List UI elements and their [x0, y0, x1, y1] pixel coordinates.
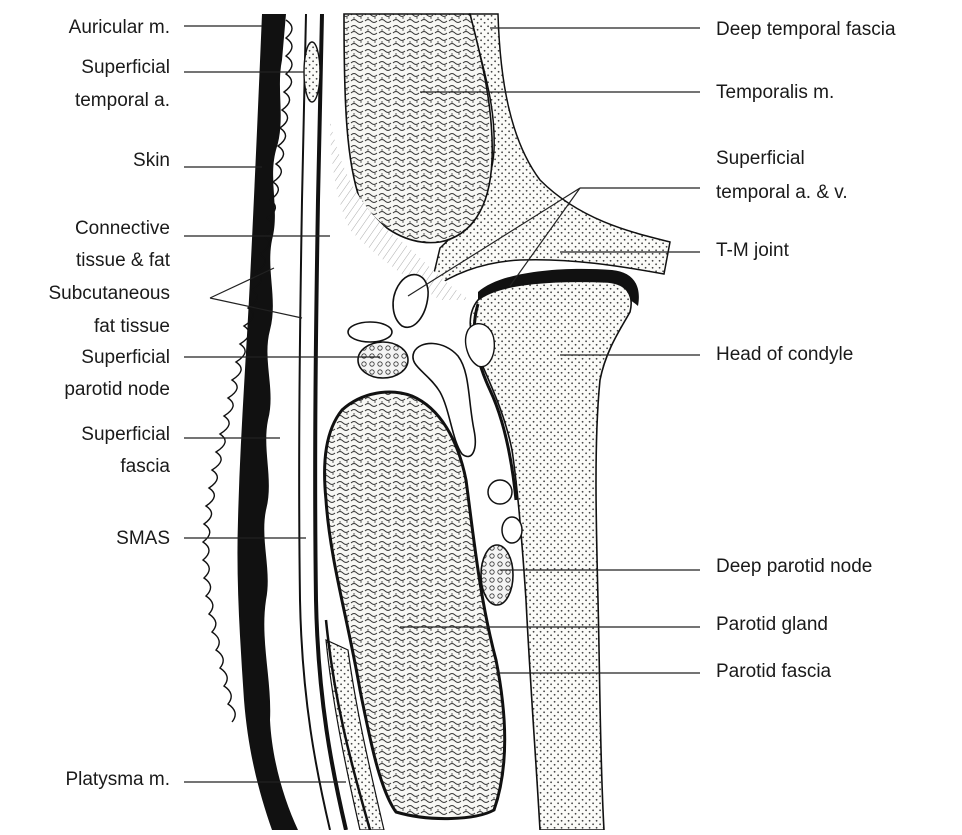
label-subcutaneous-2: fat tissue: [94, 316, 170, 337]
label-skin: Skin: [133, 150, 170, 171]
label-deep-temporal-fascia: Deep temporal fascia: [716, 19, 896, 40]
label-tm-joint: T-M joint: [716, 240, 790, 261]
superficial-parotid-node: [358, 342, 408, 378]
label-connective-1: Connective: [75, 218, 170, 239]
label-superficial-temporal-av-2: temporal a. & v.: [716, 182, 848, 203]
label-auricular: Auricular m.: [69, 17, 170, 38]
label-superficial-fascia-1: Superficial: [81, 424, 170, 445]
superficial-temporal-artery: [304, 42, 320, 102]
label-parotid-fascia: Parotid fascia: [716, 661, 832, 682]
right-labels: Deep temporal fascia Temporalis m. Super…: [716, 19, 896, 682]
label-subcutaneous-1: Subcutaneous: [49, 283, 171, 304]
vessel-small: [348, 322, 392, 342]
label-platysma: Platysma m.: [65, 769, 170, 790]
vessel-mid2: [502, 517, 522, 543]
label-temporalis: Temporalis m.: [716, 82, 834, 103]
label-superficial-temporal-av-1: Superficial: [716, 148, 805, 169]
skin-layer: [237, 14, 298, 830]
label-superficial-temporal-a-2: temporal a.: [75, 90, 170, 111]
label-deep-parotid-node: Deep parotid node: [716, 556, 872, 577]
label-superficial-fascia-2: fascia: [120, 456, 170, 477]
label-superficial-parotid-node-2: parotid node: [64, 379, 170, 400]
vessel-long: [466, 324, 495, 367]
left-labels: Auricular m. Superficial temporal a. Ski…: [49, 17, 171, 790]
vessel-upper: [393, 275, 428, 328]
deep-parotid-node: [481, 545, 513, 605]
vessel-mid1: [488, 480, 512, 504]
label-connective-2: tissue & fat: [76, 250, 171, 271]
label-superficial-parotid-node-1: Superficial: [81, 347, 170, 368]
label-head-of-condyle: Head of condyle: [716, 344, 853, 365]
label-smas: SMAS: [116, 528, 170, 549]
label-parotid-gland: Parotid gland: [716, 614, 828, 635]
label-superficial-temporal-a-1: Superficial: [81, 57, 170, 78]
